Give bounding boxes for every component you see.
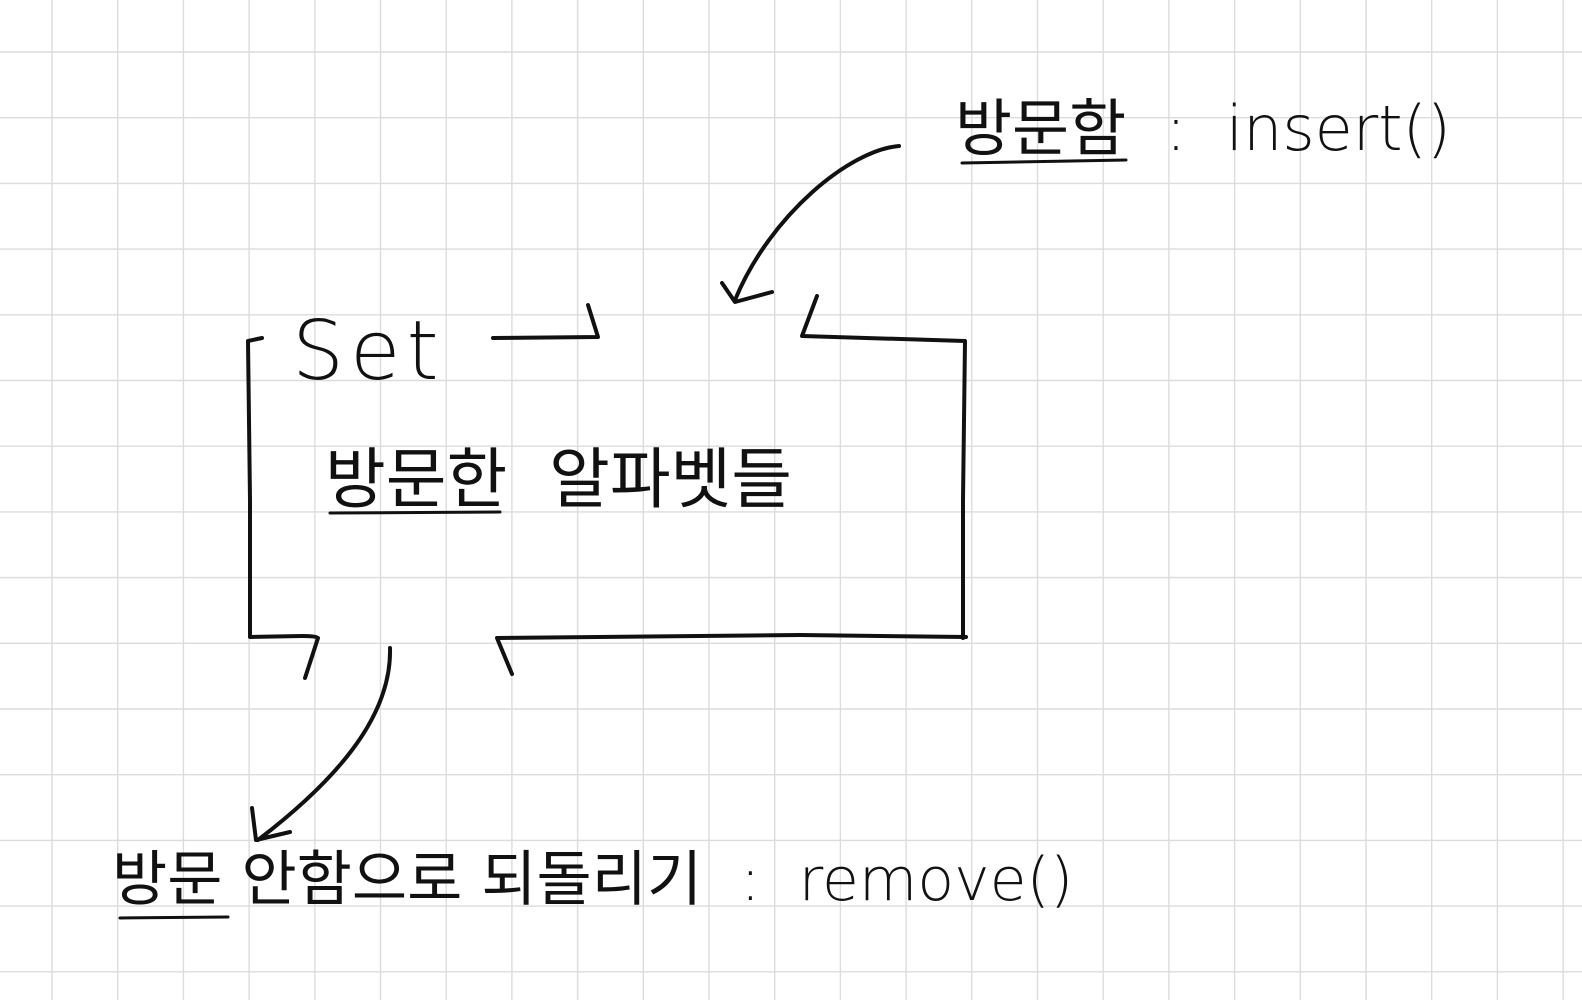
- remove-label: 방문 안함으로 되돌리기 : remove(): [112, 845, 1073, 915]
- set-content: 방문한 알파벳들: [325, 441, 792, 518]
- insert-arrowhead: [720, 281, 774, 304]
- insert-label-underline: [960, 158, 1128, 165]
- set-box: [246, 294, 968, 680]
- insert-arrow: [720, 144, 901, 304]
- remove-arrow-curve: [256, 646, 393, 842]
- set-title: Set: [292, 304, 445, 399]
- set-box-bottom-right-segment: [495, 633, 968, 676]
- set-box-top-left-segment: [491, 303, 600, 340]
- remove-arrow: [250, 646, 393, 842]
- insert-arrow-curve: [733, 144, 901, 302]
- content-underline: [328, 510, 502, 515]
- insert-label: 방문함 : insert(): [955, 92, 1451, 165]
- set-box-top-right-segment: [800, 294, 967, 640]
- set-box-left-edge: [246, 336, 320, 680]
- remove-arrowhead: [250, 806, 292, 842]
- remove-label-underline: [118, 915, 230, 920]
